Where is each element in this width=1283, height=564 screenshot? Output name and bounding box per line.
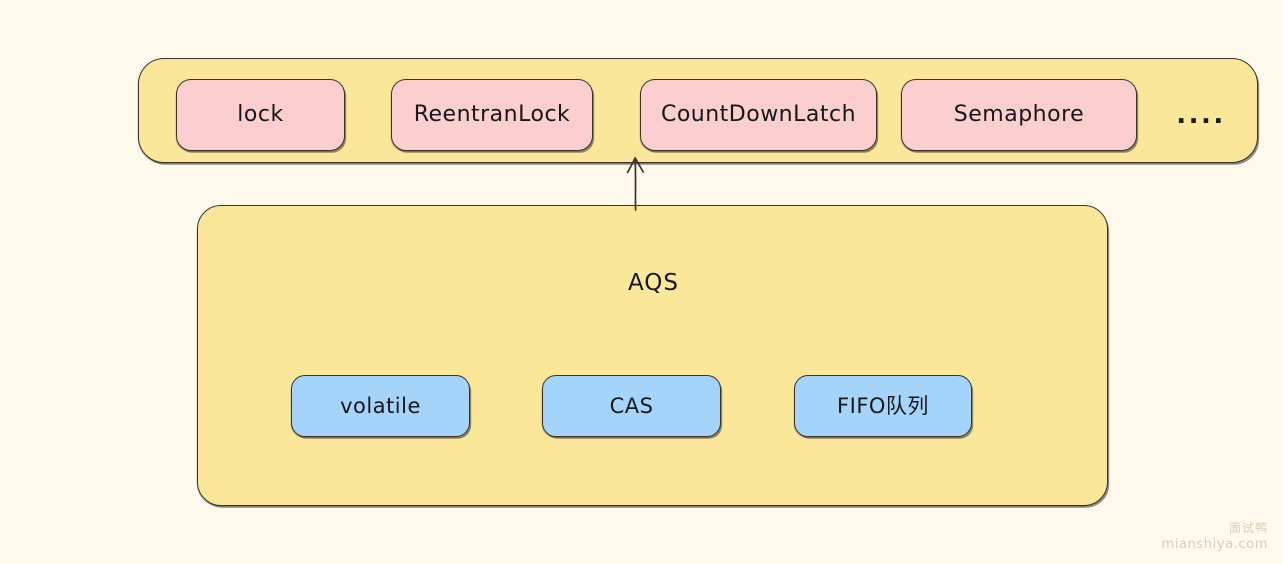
api-box-lock[interactable]: lock — [176, 79, 345, 151]
primitive-box-cas-label: CAS — [609, 393, 654, 418]
api-box-semaphore-label: Semaphore — [953, 102, 1085, 127]
api-box-lock-label: lock — [237, 102, 284, 127]
aqs-implements-arrow-icon — [626, 157, 645, 211]
watermark-en-text: mianshiya.com — [1161, 537, 1268, 553]
primitive-box-volatile-label: volatile — [340, 393, 421, 418]
api-list-ellipsis: .... — [1170, 93, 1232, 137]
aqs-title: AQS — [627, 270, 680, 296]
api-box-reentranlock-label: ReentranLock — [413, 102, 571, 127]
watermark: 面试鸭 mianshiya.com — [1162, 520, 1268, 554]
primitive-box-cas[interactable]: CAS — [542, 375, 721, 437]
watermark-cn-text: 面试鸭 — [1228, 521, 1268, 536]
aqs-container: AQS — [197, 205, 1108, 506]
primitive-box-fifo-queue[interactable]: FIFO队列 — [794, 375, 972, 437]
primitive-box-fifo-queue-label: FIFO队列 — [837, 393, 929, 418]
api-box-countdownlatch-label: CountDownLatch — [660, 102, 857, 127]
primitive-box-volatile[interactable]: volatile — [291, 375, 470, 437]
api-box-semaphore[interactable]: Semaphore — [901, 79, 1137, 151]
api-list-ellipsis-label: .... — [1176, 100, 1226, 130]
api-box-countdownlatch[interactable]: CountDownLatch — [640, 79, 877, 151]
api-box-reentranlock[interactable]: ReentranLock — [391, 79, 593, 151]
